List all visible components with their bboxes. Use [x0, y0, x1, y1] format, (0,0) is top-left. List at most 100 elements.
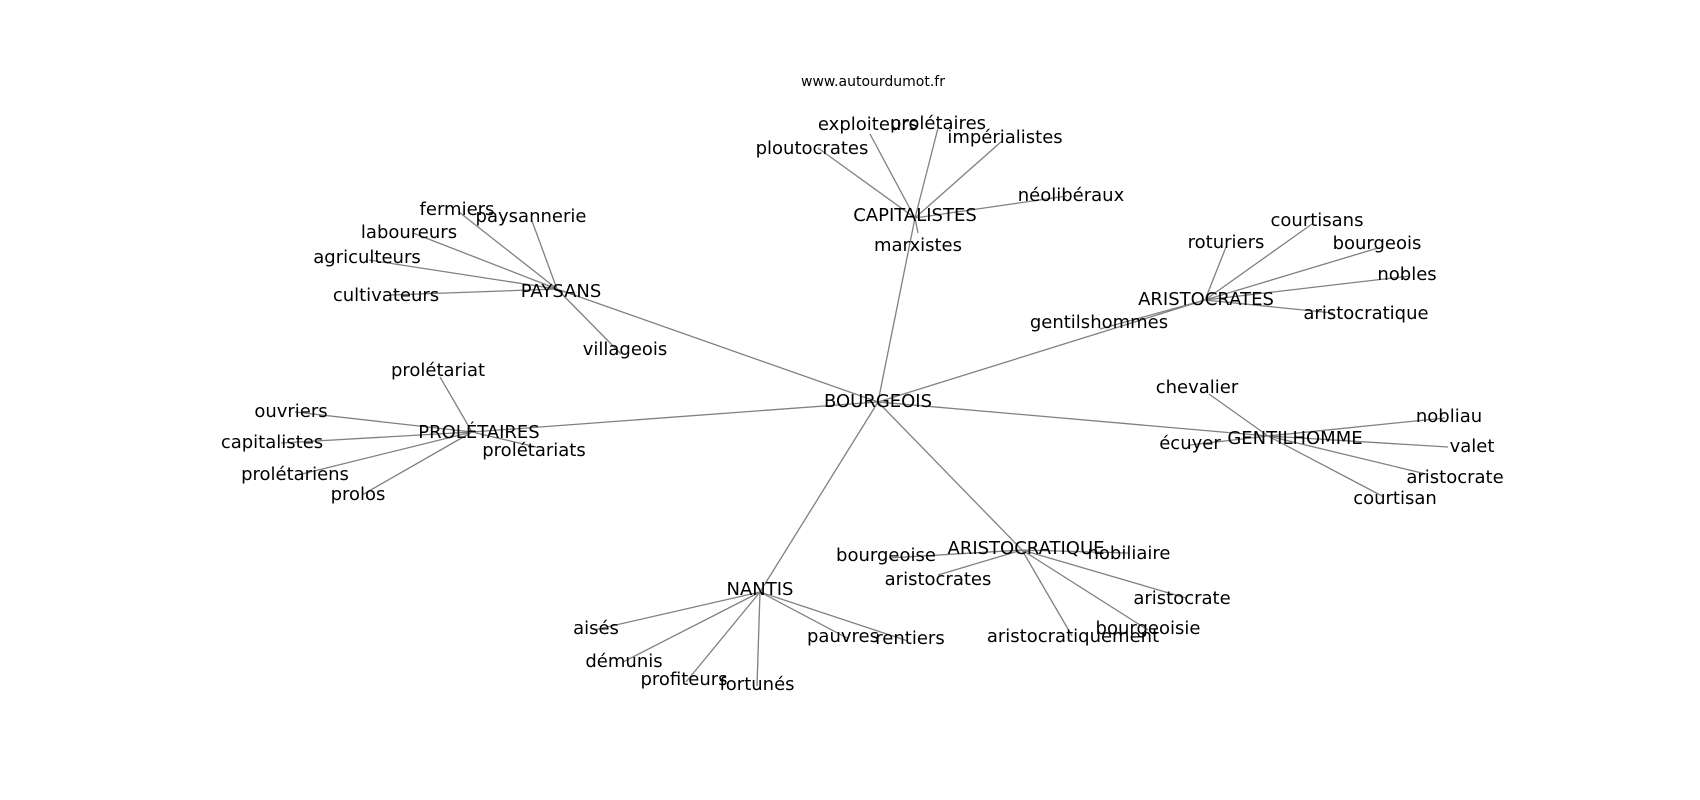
leaf-node-marxistes[interactable]: marxistes: [874, 235, 962, 256]
leaf-node-aristocratiquement[interactable]: aristocratiquement: [987, 626, 1159, 647]
edge-center-nantis: [759, 401, 879, 593]
leaf-node-villageois[interactable]: villageois: [583, 339, 668, 360]
leaf-node-rentiers[interactable]: rentiers: [875, 628, 944, 649]
leaf-node-imperialistes[interactable]: impérialistes: [947, 127, 1062, 148]
edge-aristocratique-aristocrates: [937, 549, 1023, 576]
leaf-node-proletariens[interactable]: prolétariens: [241, 464, 349, 485]
edge-proletaires-proletariats: [471, 431, 537, 448]
leaf-node-laboureurs[interactable]: laboureurs: [361, 222, 457, 243]
leaf-node-fermiers[interactable]: fermiers: [420, 199, 495, 220]
edge-proletaires-ouvriers: [294, 411, 473, 433]
hub-node-proletaires[interactable]: PROLÉTAIRES: [418, 421, 539, 443]
leaf-node-ecuyer[interactable]: écuyer: [1159, 433, 1221, 454]
leaf-node-gentilshommes[interactable]: gentilshommes: [1030, 312, 1168, 333]
leaf-node-courtisans[interactable]: courtisans: [1271, 210, 1364, 231]
leaf-node-bourgeois[interactable]: bourgeois: [1333, 233, 1422, 254]
leaf-node-aristocratique[interactable]: aristocratique: [1303, 303, 1428, 324]
leaf-node-courtisan[interactable]: courtisan: [1353, 488, 1437, 509]
edge-gentilhomme-ecuyer: [1189, 435, 1269, 446]
edge-aristocratique-aristocrate: [1021, 549, 1187, 599]
edge-paysans-villageois: [556, 288, 622, 355]
leaf-node-proletariat[interactable]: prolétariat: [391, 360, 485, 381]
edge-aristocratique-aristocratiquement: [1021, 549, 1073, 637]
edge-center-capitalistes: [877, 217, 916, 403]
leaf-node-chevalier[interactable]: chevalier: [1156, 377, 1239, 398]
graph-edges: [280, 127, 1449, 687]
graph-labels: BOURGEOIS CAPITALISTES exploiteursprolétai…: [221, 113, 1504, 695]
edge-capitalistes-imperialistes: [914, 140, 1003, 219]
edge-center-paysans: [556, 288, 879, 403]
site-credit: www.autourdumot.fr: [801, 74, 945, 90]
leaf-node-bourgeoise[interactable]: bourgeoise: [836, 545, 936, 566]
edge-nantis-rentiers: [759, 591, 909, 642]
leaf-node-capitalistes[interactable]: capitalistes: [221, 432, 323, 453]
edge-gentilhomme-aristocrate: [1267, 435, 1427, 475]
hub-node-aristocrates[interactable]: ARISTOCRATES: [1138, 289, 1274, 310]
leaf-node-aristocrate[interactable]: aristocrate: [1133, 588, 1230, 609]
edge-nantis-fortunes: [756, 591, 761, 687]
edge-capitalistes-ploutocrates: [817, 147, 916, 219]
edge-center-gentilhomme: [877, 401, 1269, 437]
edge-capitalistes-proletaires: [914, 127, 939, 219]
edge-aristocratique-bourgeoise: [888, 549, 1023, 559]
leaf-node-paysannerie[interactable]: paysannerie: [476, 206, 587, 227]
edge-gentilhomme-valet: [1267, 435, 1449, 448]
leaf-node-nobles[interactable]: nobles: [1377, 264, 1436, 285]
leaf-node-bourgeoisie[interactable]: bourgeoisie: [1096, 618, 1201, 639]
edge-nantis-profiteurs: [685, 591, 761, 683]
leaf-node-proletariats[interactable]: prolétariats: [482, 440, 585, 461]
edge-paysans-laboureurs: [412, 232, 558, 290]
edge-center-proletaires: [471, 401, 879, 433]
leaf-node-roturiers[interactable]: roturiers: [1188, 232, 1265, 253]
leaf-node-proletaires[interactable]: prolétaires: [890, 113, 986, 134]
leaf-node-demunis[interactable]: démunis: [585, 651, 662, 672]
leaf-node-neoliberaux[interactable]: néolibéraux: [1018, 185, 1125, 206]
leaf-node-aristocrate[interactable]: aristocrate: [1406, 467, 1503, 488]
edge-proletaires-proletariens: [297, 431, 473, 476]
leaf-node-nobliau[interactable]: nobliau: [1416, 406, 1482, 427]
hub-node-nantis[interactable]: NANTIS: [727, 579, 794, 600]
edge-aristocratique-nobiliaire: [1021, 549, 1129, 554]
edge-capitalistes-neoliberaux: [914, 195, 1068, 219]
edge-nantis-demunis: [622, 591, 761, 663]
edge-paysans-cultivateurs: [390, 288, 558, 296]
edge-center-aristocratique: [877, 401, 1023, 551]
edge-capitalistes-exploiteurs: [869, 133, 916, 219]
leaf-node-pauvres[interactable]: pauvres: [807, 626, 879, 647]
edge-nantis-pauvres: [759, 591, 848, 639]
hub-node-paysans[interactable]: PAYSANS: [521, 281, 602, 302]
leaf-node-ouvriers[interactable]: ouvriers: [254, 401, 327, 422]
leaf-node-aristocrates[interactable]: aristocrates: [885, 569, 992, 590]
edge-aristocratique-bourgeoisie: [1021, 549, 1149, 631]
edge-nantis-aises: [593, 591, 761, 631]
leaf-node-agriculteurs[interactable]: agriculteurs: [313, 247, 420, 268]
hub-node-aristocratique[interactable]: ARISTOCRATIQUE: [948, 538, 1105, 559]
center-node-label[interactable]: BOURGEOIS: [824, 391, 932, 412]
edge-paysans-paysannerie: [531, 220, 558, 290]
edge-proletaires-prolos: [361, 431, 473, 496]
leaf-node-ploutocrates[interactable]: ploutocrates: [756, 138, 869, 159]
hub-node-capitalistes[interactable]: CAPITALISTES: [853, 205, 977, 226]
leaf-node-aises[interactable]: aisés: [573, 618, 619, 639]
leaf-node-cultivateurs[interactable]: cultivateurs: [333, 285, 439, 306]
leaf-node-exploiteurs[interactable]: exploiteurs: [818, 114, 918, 135]
edge-aristocrates-nobles: [1204, 275, 1411, 301]
edge-aristocrates-gentilshommes: [1099, 299, 1206, 330]
edge-aristocrates-courtisans: [1204, 223, 1313, 301]
leaf-node-valet[interactable]: valet: [1450, 436, 1495, 457]
edge-gentilhomme-chevalier: [1208, 393, 1269, 437]
edge-center-aristocrates: [877, 299, 1206, 403]
edge-gentilhomme-nobliau: [1267, 417, 1446, 437]
edge-proletaires-proletariat: [439, 376, 473, 433]
edge-paysans-fermiers: [458, 211, 558, 290]
leaf-node-nobiliaire[interactable]: nobiliaire: [1088, 543, 1171, 564]
leaf-node-profiteurs[interactable]: profiteurs: [640, 669, 727, 690]
edge-gentilhomme-courtisan: [1267, 435, 1385, 498]
leaf-node-fortunes[interactable]: fortunés: [719, 674, 794, 695]
edge-aristocrates-roturiers: [1204, 246, 1227, 301]
leaf-node-prolos[interactable]: prolos: [331, 484, 386, 505]
edge-proletaires-capitalistes: [280, 431, 473, 444]
hub-node-gentilhomme[interactable]: GENTILHOMME: [1227, 428, 1362, 449]
edge-aristocrates-aristocratique: [1204, 299, 1334, 314]
